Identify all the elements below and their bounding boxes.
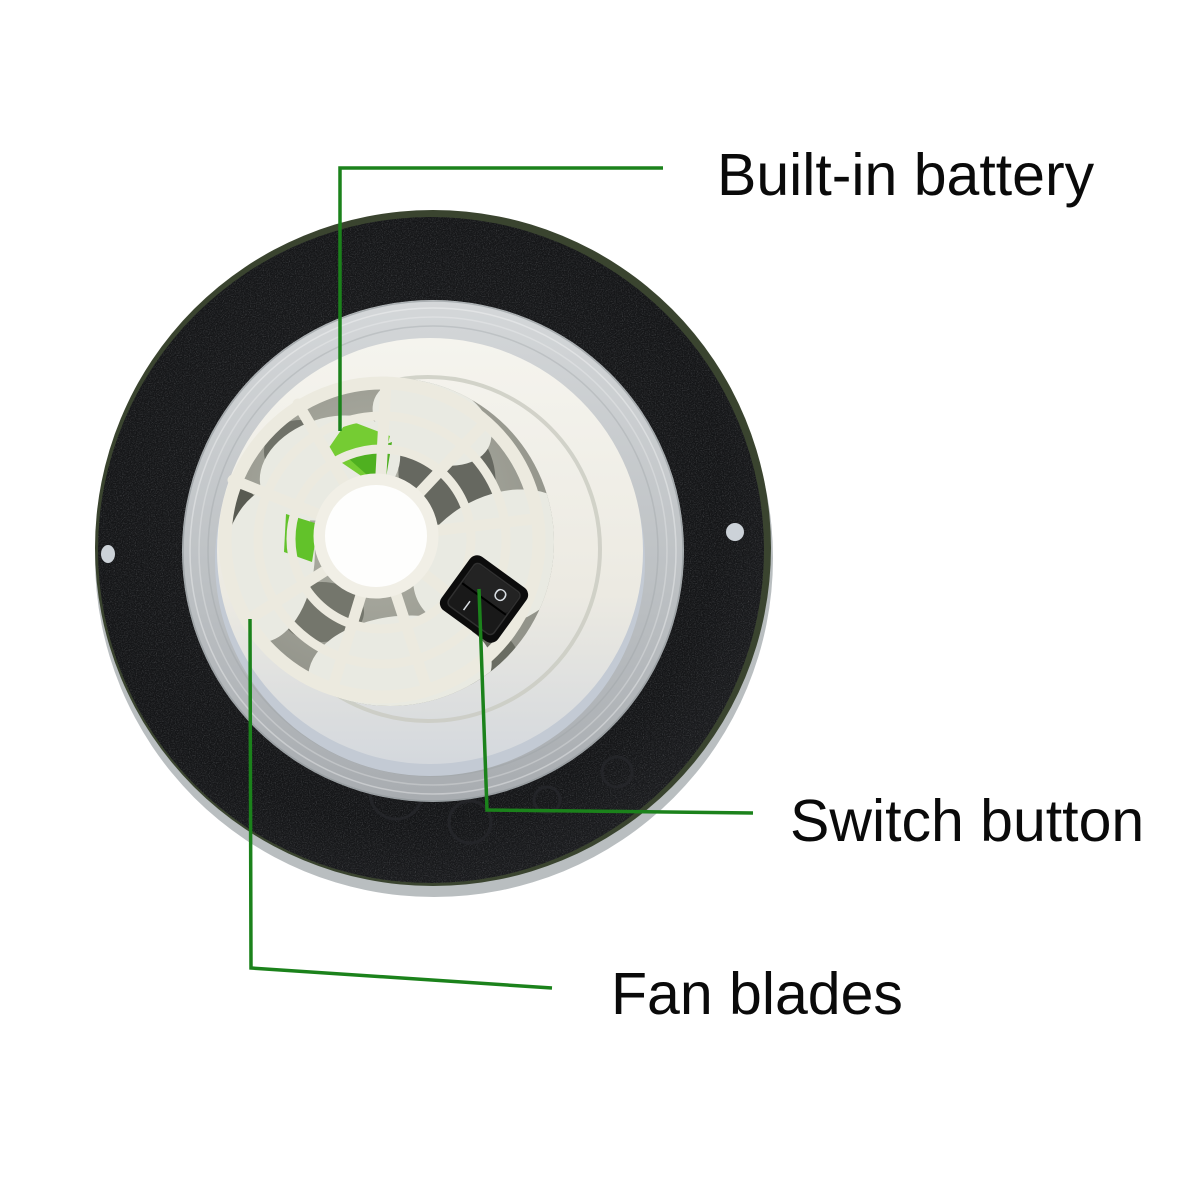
- switch-rocker-top: [464, 564, 519, 613]
- switch-rocker-groove: [461, 582, 507, 616]
- fan-grille: [218, 376, 546, 704]
- leader-line-fan: [248, 618, 553, 990]
- label-fan-blades: Fan blades: [611, 961, 903, 1027]
- leader-line-battery: [338, 166, 663, 431]
- hub-ring: [313, 473, 439, 599]
- leader-lines: [248, 166, 754, 990]
- fan-module: O I: [95, 166, 773, 990]
- leader-line-switch: [477, 588, 754, 815]
- label-built-in-battery: Built-in battery: [717, 142, 1095, 208]
- brushed-ring-streaks: [182, 300, 684, 802]
- screw-hole-right: [726, 523, 744, 541]
- label-switch-button: Switch button: [790, 788, 1145, 854]
- fan-hub: [325, 485, 427, 587]
- screw-hole-left: [101, 545, 115, 563]
- power-switch: O I: [439, 555, 529, 643]
